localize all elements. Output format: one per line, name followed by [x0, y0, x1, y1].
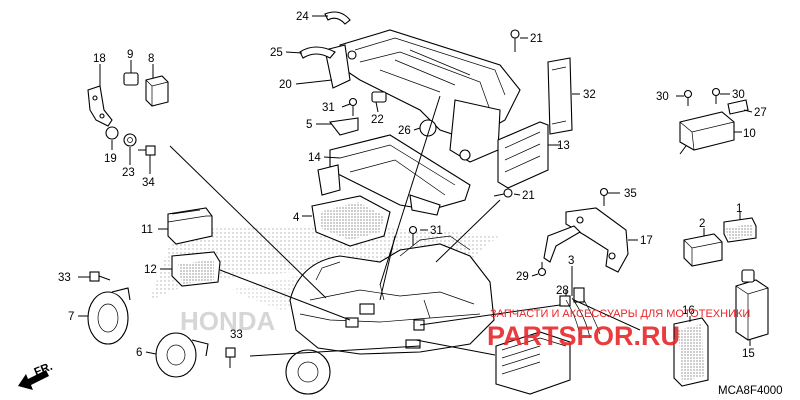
- part-bracket-18: [87, 85, 113, 127]
- callout-27: 27: [754, 107, 767, 119]
- callout-28: 28: [556, 285, 569, 297]
- callout-6: 6: [136, 347, 142, 359]
- part-clip-9: [123, 72, 139, 86]
- callout-30-right: 30: [732, 89, 745, 101]
- watermark-caption: ЗАПЧАСТИ И АКСЕССУАРЫ ДЛЯ МОТОТЕХНИКИ: [490, 308, 750, 320]
- part-arm: [543, 225, 581, 263]
- callout-35: 35: [624, 188, 637, 200]
- callout-21-top: 21: [530, 33, 543, 45]
- callout-9: 9: [127, 49, 133, 61]
- part-cover-13: [497, 121, 549, 189]
- motorcycle-outline: [285, 235, 495, 395]
- diagram-code: MCA8F4000: [718, 385, 783, 397]
- callout-23: 23: [122, 167, 135, 179]
- part-clip-22: [371, 91, 387, 103]
- callout-26: 26: [398, 125, 411, 137]
- callout-14: 14: [308, 152, 321, 164]
- callout-25: 25: [270, 47, 283, 59]
- callout-22: 22: [371, 114, 384, 126]
- main-bracket: [324, 29, 521, 163]
- callout-12: 12: [144, 264, 157, 276]
- part-regulator: [495, 297, 601, 395]
- part-relay-8: [145, 75, 169, 107]
- callout-32: 32: [583, 89, 596, 101]
- callout-7: 7: [68, 311, 74, 323]
- screw-30-right: [711, 87, 721, 104]
- direction-arrow: FR.: [18, 361, 54, 390]
- callout-29: 29: [516, 271, 529, 283]
- callout-19: 19: [104, 153, 117, 165]
- part-grommet-19: [105, 126, 119, 140]
- part-2: [683, 233, 723, 267]
- screw-21-top: [510, 29, 520, 52]
- part-canister-15: [735, 279, 769, 341]
- callout-15: 15: [742, 348, 755, 360]
- callout-labels: 1 2 3 4 5 6 7 8 9 10 11 12 13 14 15 16 1…: [58, 11, 767, 360]
- callout-33-bottom: 33: [230, 329, 243, 341]
- part-clamp-24: [324, 11, 351, 25]
- callout-31-top: 31: [322, 102, 335, 114]
- lower-tray: [317, 134, 471, 216]
- part-bracket-17: [565, 207, 629, 273]
- screw-30-left: [683, 89, 693, 106]
- screw-21-bottom: [493, 188, 513, 198]
- callout-5: 5: [306, 119, 312, 131]
- callout-2: 2: [699, 218, 705, 230]
- callout-17: 17: [640, 235, 653, 247]
- screw-31-top: [348, 97, 358, 116]
- part-clamp-25: [299, 46, 336, 59]
- honda-logo-text: HONDA: [180, 306, 276, 336]
- screw-31-mid: [408, 225, 418, 246]
- callout-10: 10: [743, 128, 756, 140]
- callout-20: 20: [279, 79, 292, 91]
- part-bolt-34: [138, 145, 156, 156]
- callout-4: 4: [293, 212, 300, 224]
- screw-29: [537, 262, 547, 277]
- callout-8: 8: [148, 53, 154, 65]
- part-module-10: [679, 111, 735, 151]
- callout-1: 1: [736, 203, 742, 215]
- callout-18: 18: [93, 53, 106, 65]
- callout-33-top: 33: [58, 272, 71, 284]
- callout-16: 16: [682, 305, 695, 317]
- part-bolt-33-bottom: [225, 347, 236, 368]
- part-horn-7: [87, 287, 131, 345]
- part-bracket-5: [328, 117, 359, 136]
- part-27: [727, 99, 749, 115]
- callout-13: 13: [557, 140, 570, 152]
- callout-34: 34: [142, 177, 155, 189]
- part-horn-6: [155, 332, 209, 378]
- direction-label: FR.: [33, 361, 55, 379]
- screw-35: [599, 187, 609, 206]
- callout-3: 3: [568, 255, 574, 267]
- callout-24: 24: [296, 11, 309, 23]
- callout-11: 11: [141, 224, 153, 236]
- leader-lines: [78, 15, 753, 357]
- part-washer-23: [123, 133, 137, 147]
- watermark-brand: PARTSFOR.RU: [487, 321, 680, 351]
- part-strap-32: [547, 57, 573, 135]
- callout-30-left: 30: [656, 91, 669, 103]
- watermark: ЗАПЧАСТИ И АКСЕССУАРЫ ДЛЯ МОТОТЕХНИКИ PA…: [487, 308, 750, 351]
- callout-21-bottom: 21: [522, 190, 535, 202]
- callout-31-mid: 31: [430, 225, 443, 237]
- part-bolt-33-top: [89, 271, 111, 282]
